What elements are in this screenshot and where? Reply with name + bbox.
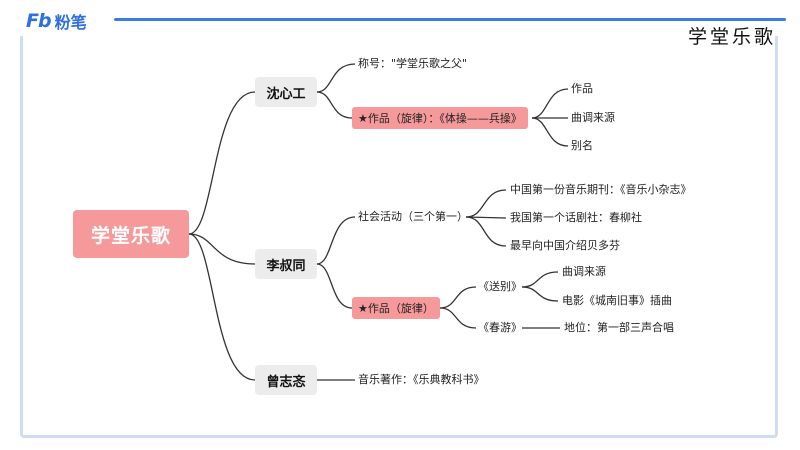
link-shen-works-item3: [531, 117, 569, 147]
li-social: 社会活动（三个第一）: [358, 210, 468, 223]
li-works-pill: ★作品（旋律）: [352, 297, 440, 319]
shen-works-item: 别名: [571, 139, 593, 152]
li-social-item: 最早向中国介绍贝多芬: [510, 239, 620, 252]
link-works-chunyou: [439, 307, 477, 329]
shen-nickname: 称号："学堂乐歌之父": [358, 57, 468, 70]
link-root-zeng: [188, 233, 256, 381]
header-rule: [114, 18, 786, 21]
brand-name: 粉笔: [54, 13, 87, 32]
brand-logo: Fb 粉笔: [26, 8, 87, 34]
branch-shen: 沈心工: [255, 77, 317, 107]
link-shen-works-item1: [531, 88, 569, 119]
link-works-songbie: [439, 286, 477, 309]
link-li-works: [316, 263, 353, 309]
zeng-work: 音乐著作：《乐典教科书》: [358, 373, 485, 386]
li-social-item: 我国第一个话剧社：春柳社: [510, 211, 642, 224]
branch-li: 李叔同: [255, 249, 317, 279]
link-root-li: [188, 233, 256, 265]
link-songbie-item2: [521, 286, 559, 302]
link-shen-nickname: [316, 63, 356, 93]
li-songbie: 《送别》: [478, 280, 522, 293]
songbie-item: 曲调来源: [562, 265, 606, 278]
content-frame: [20, 36, 778, 438]
shen-works-item: 作品: [571, 82, 593, 95]
li-social-item: 中国第一份音乐期刊：《音乐小杂志》: [510, 183, 692, 196]
branch-zeng: 曾志忞: [255, 365, 317, 395]
link-social-item3: [465, 216, 507, 247]
link-li-social: [316, 216, 356, 265]
shen-works-pill: ★作品（旋律）：《体操——兵操》: [352, 107, 528, 129]
link-social-item2: [465, 216, 507, 219]
brand-mark: Fb: [26, 10, 52, 32]
link-songbie-item1: [521, 271, 559, 288]
shen-works-item: 曲调来源: [571, 111, 615, 124]
page-title: 学堂乐歌: [687, 26, 776, 48]
li-chunyou: 《春游》: [478, 321, 522, 334]
link-shen-works: [316, 91, 353, 119]
songbie-item: 电影《城南旧事》插曲: [562, 294, 672, 307]
root-node: 学堂乐歌: [73, 210, 189, 258]
link-root-shen: [188, 91, 256, 235]
link-social-item1: [465, 189, 507, 218]
chunyou-status: 地位：第一部三声合唱: [564, 321, 674, 334]
